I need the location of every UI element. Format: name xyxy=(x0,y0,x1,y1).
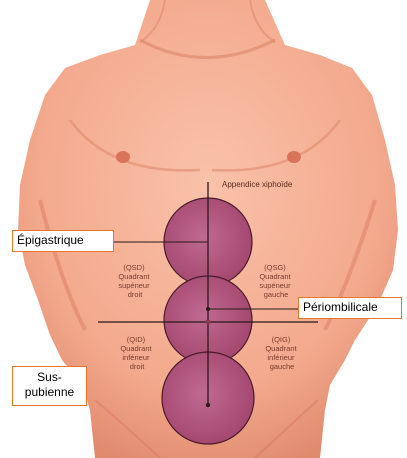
callout-sus-pubienne-line2: pubienne xyxy=(17,385,82,400)
center-dot xyxy=(206,403,210,407)
callout-epigastrique: Épigastrique xyxy=(12,230,114,252)
qsg-label: (QSG) Quadrant supéneur gauche xyxy=(259,263,292,299)
callout-sus-pubienne-line1: Sus- xyxy=(17,370,82,385)
callout-periombilicale: Périombilicale xyxy=(298,297,402,319)
callout-sus-pubienne: Sus- pubienne xyxy=(12,366,87,406)
xiphoid-label: Appendice xiphoïde xyxy=(222,180,293,189)
right-nipple xyxy=(116,151,130,163)
left-nipple xyxy=(287,151,301,163)
